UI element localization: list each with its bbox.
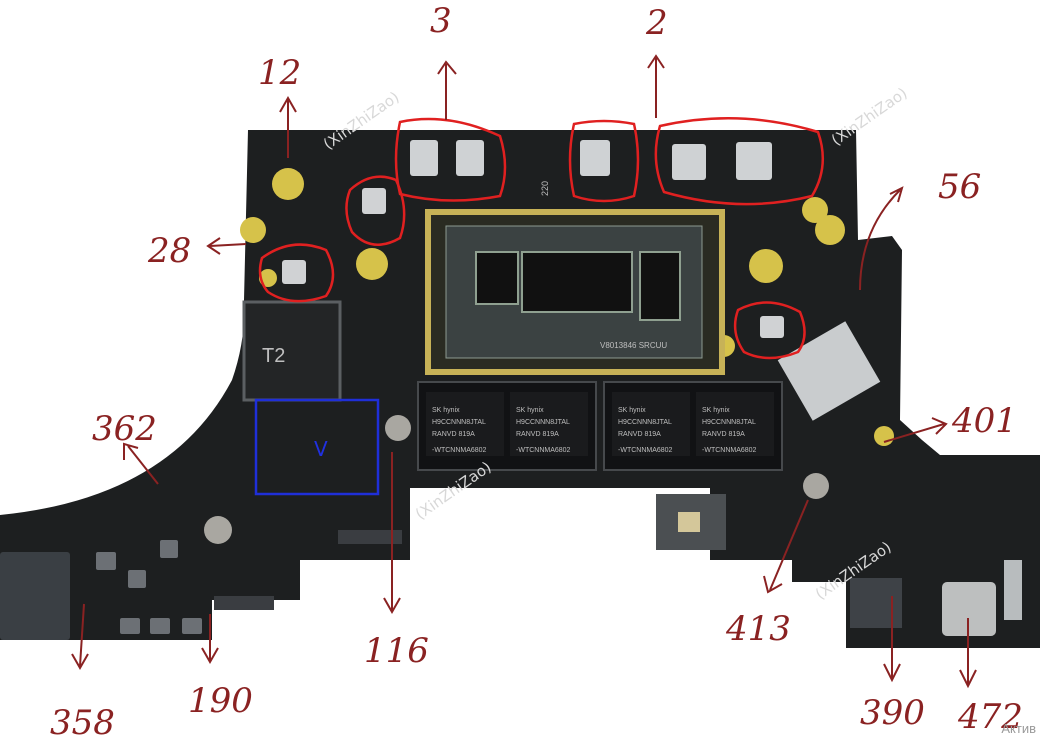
- ram1-suffix: -WTCNNMA6802: [432, 447, 487, 454]
- watermark-2: (XinZhiZao): [828, 84, 911, 149]
- blue-box: [254, 398, 380, 496]
- ram1-part: H9CCNNN8JTAL: [432, 419, 486, 426]
- label-362: 362: [92, 409, 157, 449]
- label-56: 56: [938, 167, 981, 207]
- label-12: 12: [258, 53, 301, 93]
- t2-label: T2: [262, 345, 285, 367]
- ram1-brand: SK hynix: [432, 407, 460, 414]
- ram4-part: H9CCNNN8JTAL: [702, 419, 756, 426]
- ram4-suffix: -WTCNNMA6802: [702, 447, 757, 454]
- label-3: 3: [430, 1, 452, 41]
- ram3-brand: SK hynix: [618, 407, 646, 414]
- t2-chip: T2: [242, 300, 342, 402]
- label-401: 401: [951, 401, 1017, 441]
- label-2: 2: [645, 3, 668, 43]
- label-413: 413: [725, 609, 791, 649]
- ram3-lot: RANVD 819A: [618, 431, 661, 438]
- status-text: Актив: [1001, 721, 1036, 736]
- component-220: 220: [540, 181, 550, 196]
- ram1-lot: RANVD 819A: [432, 431, 475, 438]
- blue-mark: V: [314, 437, 328, 461]
- ram4-lot: RANVD 819A: [702, 431, 745, 438]
- ram4-brand: SK hynix: [702, 407, 730, 414]
- ram3-suffix: -WTCNNMA6802: [618, 447, 673, 454]
- annotation-arrows: [71, 54, 977, 689]
- cpu: V8013846 SRCUU: [425, 209, 725, 375]
- label-472: 472: [957, 697, 1023, 737]
- mounting-pads: [240, 168, 894, 446]
- cpu-marking: V8013846 SRCUU: [600, 341, 667, 350]
- label-28: 28: [147, 231, 191, 271]
- ram2-part: H9CCNNN8JTAL: [516, 419, 570, 426]
- red-circles: [258, 117, 824, 360]
- ram2-lot: RANVD 819A: [516, 431, 559, 438]
- left-edge-chip: [0, 552, 70, 640]
- label-358: 358: [50, 703, 115, 740]
- ram-block: SK hynix H9CCNNN8JTAL RANVD 819A -WTCNNM…: [417, 381, 783, 471]
- label-116: 116: [364, 631, 429, 671]
- label-390: 390: [860, 693, 925, 733]
- connector-pad: [678, 512, 700, 532]
- ram2-suffix: -WTCNNMA6802: [516, 447, 571, 454]
- label-190: 190: [188, 681, 253, 721]
- smd-components: [96, 140, 1022, 636]
- wifi-module: [777, 321, 881, 421]
- ram3-part: H9CCNNN8JTAL: [618, 419, 672, 426]
- ram2-brand: SK hynix: [516, 407, 544, 414]
